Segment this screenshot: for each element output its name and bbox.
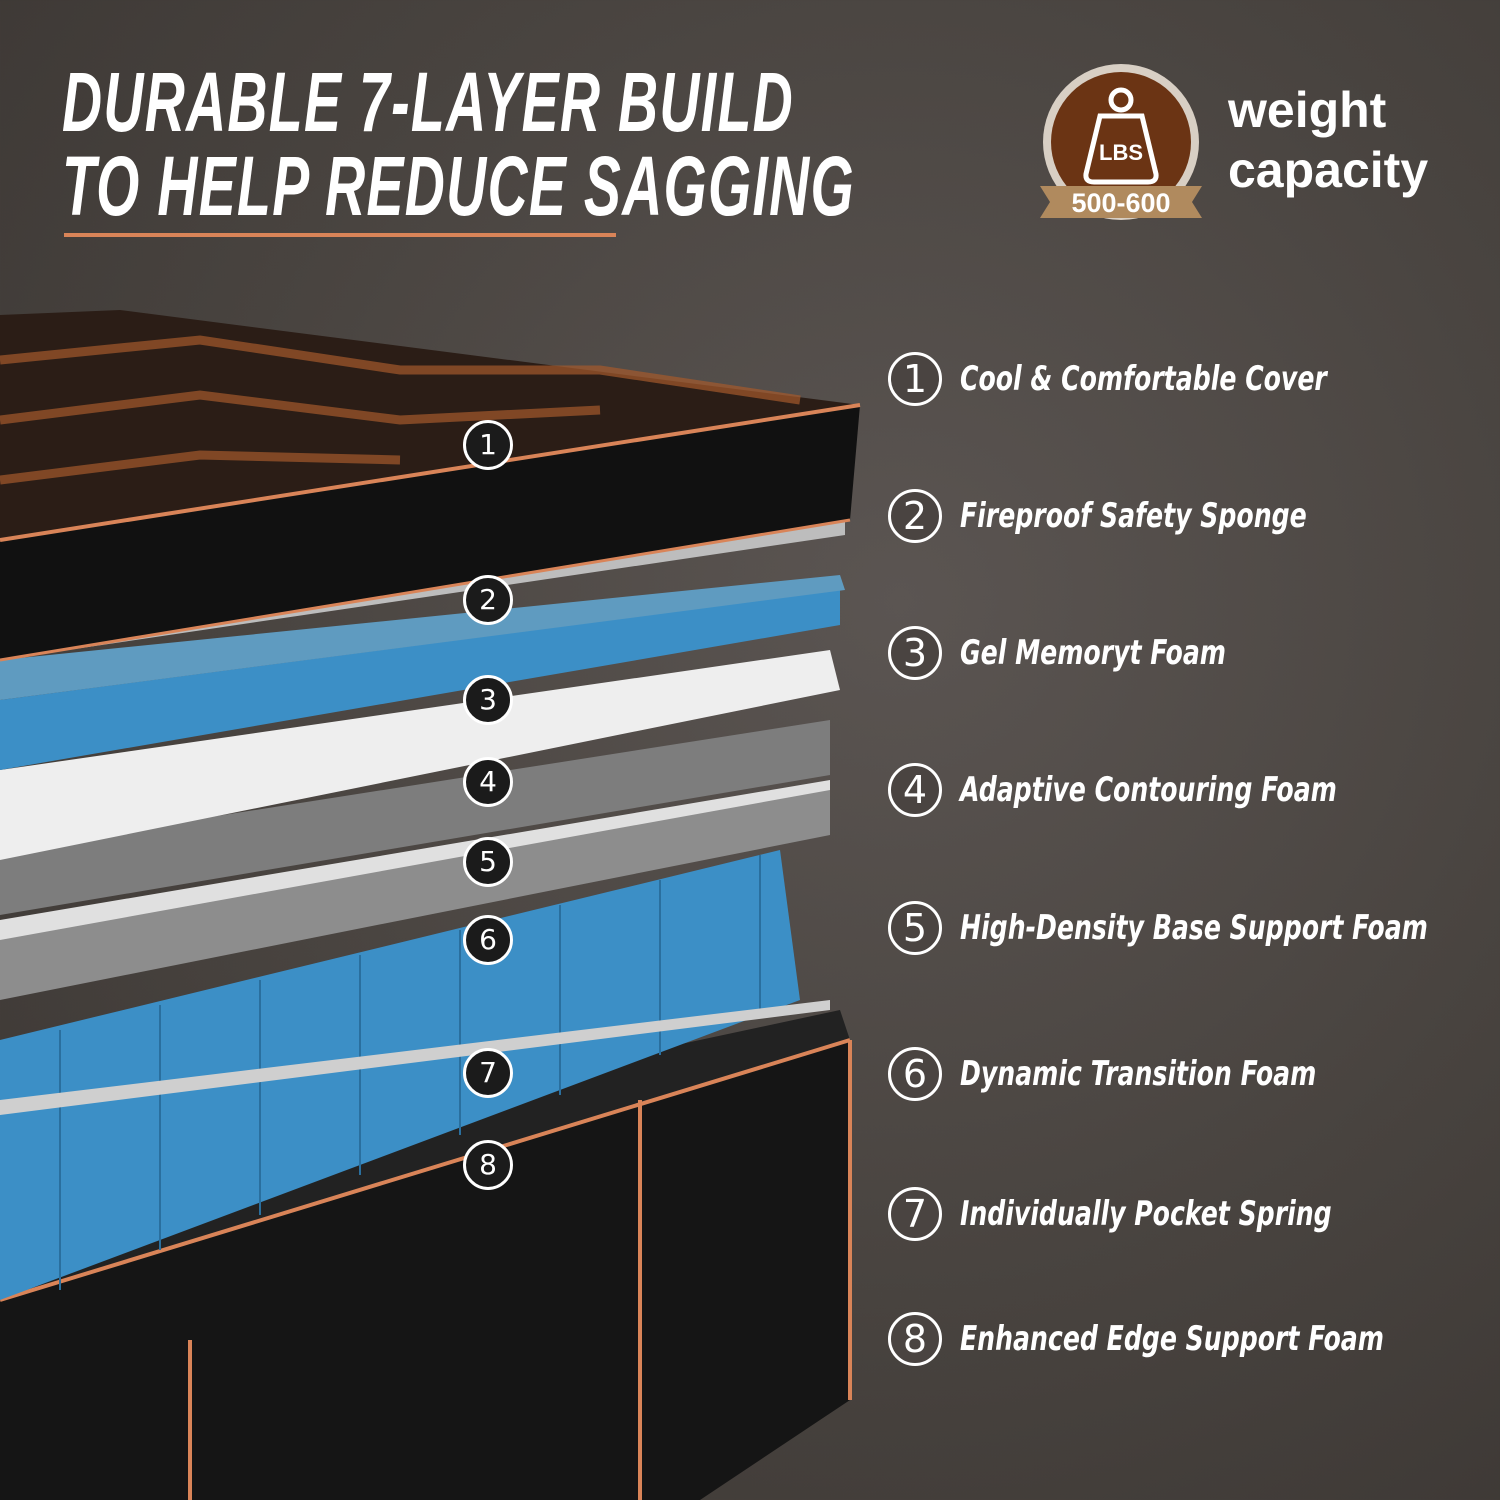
- layer-number: 3: [888, 626, 942, 680]
- weight-capacity-badge: LBS 500-600: [1040, 64, 1202, 220]
- layer-label: Cool & Comfortable Cover: [960, 359, 1327, 399]
- layer-item: 4 Adaptive Contouring Foam: [888, 763, 1469, 817]
- layer-item: 5 High-Density Base Support Foam: [888, 901, 1500, 955]
- headline-line1: DURABLE 7-LAYER BUILD: [62, 55, 795, 149]
- cover-front: [0, 405, 860, 660]
- layer-number: 2: [888, 489, 942, 543]
- caption-line2: capacity: [1228, 142, 1429, 198]
- weight-capacity-caption: weight capacity: [1228, 80, 1428, 200]
- cover-top: [0, 310, 860, 540]
- badge-range: 500-600: [1071, 188, 1170, 218]
- weight-icon: [1083, 87, 1159, 185]
- layer-item: 6 Dynamic Transition Foam: [888, 1047, 1442, 1101]
- base-front: [0, 1040, 850, 1500]
- layer-label: Individually Pocket Spring: [960, 1194, 1332, 1234]
- layer-number: 4: [888, 763, 942, 817]
- layer-item: 7 Individually Pocket Spring: [888, 1187, 1462, 1241]
- marker-8: 8: [463, 1140, 513, 1190]
- marker-5: 5: [463, 837, 513, 887]
- marker-4: 4: [463, 757, 513, 807]
- base-top: [0, 1010, 850, 1300]
- marker-1: 1: [463, 420, 513, 470]
- layer-label: Gel Memoryt Foam: [960, 633, 1227, 673]
- layer-number: 1: [888, 352, 942, 406]
- layer-number: 6: [888, 1047, 942, 1101]
- marker-6: 6: [463, 915, 513, 965]
- badge-unit: LBS: [1099, 140, 1143, 165]
- layer-label: Fireproof Safety Sponge: [960, 496, 1307, 536]
- layer-item: 1 Cool & Comfortable Cover: [888, 352, 1456, 406]
- layer-item: 8 Enhanced Edge Support Foam: [888, 1312, 1500, 1366]
- headline-line2: TO HELP REDUCE SAGGING: [62, 139, 855, 233]
- layer-label: Enhanced Edge Support Foam: [960, 1319, 1384, 1359]
- marker-7: 7: [463, 1048, 513, 1098]
- marker-3: 3: [463, 675, 513, 725]
- pocket-springs: [0, 850, 800, 1300]
- caption-line1: weight: [1228, 82, 1387, 138]
- layer-number: 7: [888, 1187, 942, 1241]
- marker-2: 2: [463, 575, 513, 625]
- layer-item: 3 Gel Memoryt Foam: [888, 626, 1319, 680]
- layer-label: High-Density Base Support Foam: [960, 908, 1428, 948]
- mattress-illustration: [0, 310, 861, 1500]
- layer-number: 8: [888, 1312, 942, 1366]
- headline: DURABLE 7-LAYER BUILD TO HELP REDUCE SAG…: [62, 60, 920, 228]
- layer-number: 5: [888, 901, 942, 955]
- layer-label: Dynamic Transition Foam: [960, 1054, 1317, 1094]
- layer-label: Adaptive Contouring Foam: [960, 770, 1337, 810]
- layer-item: 2 Fireproof Safety Sponge: [888, 489, 1428, 543]
- headline-underline: [64, 233, 616, 237]
